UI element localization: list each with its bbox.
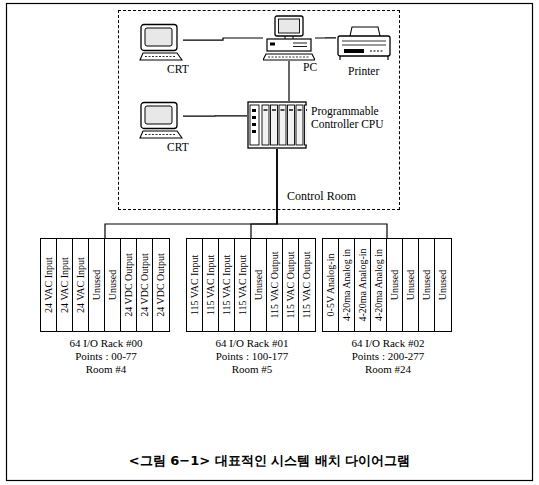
module-label: 115 VAC Input bbox=[219, 241, 235, 329]
crt-device: CRT bbox=[139, 23, 183, 61]
io-module-slot: Unused bbox=[89, 239, 105, 331]
io-module-slot: 115 VAC Input bbox=[219, 239, 235, 331]
module-label: 24 VDC Output bbox=[121, 241, 137, 329]
io-module-slot: 115 VAC Input bbox=[203, 239, 219, 331]
rack-info: Room #24 bbox=[303, 363, 473, 376]
module-label: 4-20ma Analog in bbox=[339, 241, 355, 329]
module-label: 24 VAC Input bbox=[73, 241, 89, 329]
figure-caption: <그림 6−1> 대표적인 시스템 배치 다이어그램 bbox=[0, 452, 539, 470]
module-label: 115 VAC Input bbox=[203, 241, 219, 329]
module-label: 4-20ma Analog-in bbox=[355, 241, 371, 329]
io-module-slot: 24 VDC Output bbox=[121, 239, 137, 331]
module-label: Unused bbox=[403, 241, 419, 329]
rack-info: Room #4 bbox=[21, 363, 191, 376]
device-label: CRT bbox=[167, 141, 207, 154]
module-label: 24 VDC Output bbox=[137, 241, 153, 329]
io-module-slot: 115 VAC Input bbox=[187, 239, 203, 331]
cpu-device: Programmable Controller CPU bbox=[247, 101, 307, 149]
connector-line bbox=[288, 61, 289, 101]
io-module-slot: 4-20ma Analog-in bbox=[355, 239, 371, 331]
module-label: Unused bbox=[435, 241, 451, 329]
module-label: 24 VAC Input bbox=[57, 241, 73, 329]
io-module-slot: 24 VDC Output bbox=[137, 239, 153, 331]
crt-icon bbox=[139, 23, 183, 61]
io-module-slot: 115 VAC Input bbox=[235, 239, 251, 331]
io-module-slot: 115 VAC Output bbox=[299, 239, 315, 331]
io-module-slot: 0-5V Analog-in bbox=[323, 239, 339, 331]
crt-device: CRT bbox=[139, 101, 183, 139]
module-label: 115 VAC Input bbox=[235, 241, 251, 329]
printer-device: Printer bbox=[336, 25, 392, 61]
device-label: Printer bbox=[348, 65, 398, 78]
device-label: Programmable Controller CPU bbox=[311, 105, 391, 131]
module-label: 115 VAC Output bbox=[267, 241, 283, 329]
rack-caption: 64 I/O Rack #01Points : 100-177Room #5 bbox=[167, 337, 337, 376]
module-label: Unused bbox=[251, 241, 267, 329]
io-module-slot: Unused bbox=[251, 239, 267, 331]
module-label: Unused bbox=[105, 241, 121, 329]
io-module-slot: 24 VAC Input bbox=[57, 239, 73, 331]
rack-info: Points : 200-277 bbox=[303, 350, 473, 363]
module-label: 115 VAC Output bbox=[283, 241, 299, 329]
io-module-slot: Unused bbox=[435, 239, 451, 331]
cpu-icon bbox=[247, 101, 307, 149]
io-module-slot: 4-20ma Analog in bbox=[339, 239, 355, 331]
io-module-slot: 24 VDC Output bbox=[153, 239, 169, 331]
rack-info: 64 I/O Rack #00 bbox=[21, 337, 191, 350]
module-label: 24 VAC Input bbox=[41, 241, 57, 329]
rack-info: Points : 100-177 bbox=[167, 350, 337, 363]
connector-line bbox=[183, 115, 247, 117]
module-label: 0-5V Analog-in bbox=[323, 241, 339, 329]
printer-icon bbox=[336, 25, 392, 61]
rack-caption: 64 I/O Rack #00Points : 00-77Room #4 bbox=[21, 337, 191, 376]
connector-line bbox=[251, 149, 277, 238]
crt-icon bbox=[139, 101, 183, 139]
connector-line bbox=[105, 149, 277, 238]
device-label: PC bbox=[303, 61, 333, 74]
control-room-region: Control RoomCRTPCPrinterCRTProgrammable … bbox=[118, 10, 400, 210]
io-module-slot: 115 VAC Output bbox=[283, 239, 299, 331]
io-module-slot: 115 VAC Output bbox=[267, 239, 283, 331]
module-label: 4-20ma Analog in bbox=[371, 241, 387, 329]
rack-info: 64 I/O Rack #01 bbox=[167, 337, 337, 350]
io-module-slot: Unused bbox=[105, 239, 121, 331]
io-rack: 64 I/O Rack #02Points : 200-277Room #240… bbox=[322, 238, 452, 332]
io-module-slot: 24 VAC Input bbox=[41, 239, 57, 331]
pc-icon bbox=[263, 15, 315, 61]
io-module-slot: Unused bbox=[387, 239, 403, 331]
module-label: Unused bbox=[419, 241, 435, 329]
module-label: Unused bbox=[89, 241, 105, 329]
connector-line bbox=[277, 149, 387, 238]
rack-info: Points : 00-77 bbox=[21, 350, 191, 363]
connector-line bbox=[183, 38, 263, 40]
io-module-slot: Unused bbox=[419, 239, 435, 331]
device-label: CRT bbox=[167, 63, 207, 76]
io-module-slot: Unused bbox=[403, 239, 419, 331]
pc-device: PC bbox=[263, 15, 315, 61]
module-label: 115 VAC Output bbox=[299, 241, 315, 329]
io-module-slot: 24 VAC Input bbox=[73, 239, 89, 331]
module-label: Unused bbox=[387, 241, 403, 329]
module-label: 115 VAC Input bbox=[187, 241, 203, 329]
module-label: 24 VDC Output bbox=[153, 241, 169, 329]
io-rack: 64 I/O Rack #00Points : 00-77Room #424 V… bbox=[40, 238, 170, 332]
io-rack: 64 I/O Rack #01Points : 100-177Room #511… bbox=[186, 238, 316, 332]
io-module-slot: 4-20ma Analog in bbox=[371, 239, 387, 331]
region-label: Control Room bbox=[287, 189, 356, 204]
rack-info: 64 I/O Rack #02 bbox=[303, 337, 473, 350]
connector-line bbox=[315, 37, 336, 38]
outer-border bbox=[7, 4, 533, 481]
rack-caption: 64 I/O Rack #02Points : 200-277Room #24 bbox=[303, 337, 473, 376]
rack-info: Room #5 bbox=[167, 363, 337, 376]
